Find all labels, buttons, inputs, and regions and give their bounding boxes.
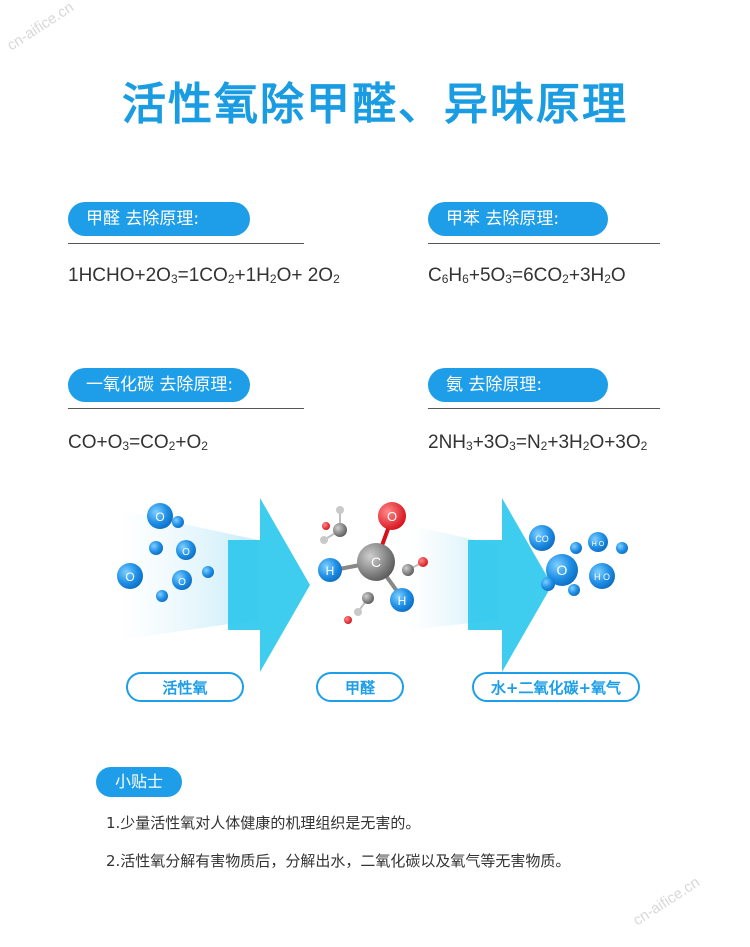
label-products: 水+二氧化碳+氧气	[472, 672, 640, 702]
equation-formaldehyde: 1HCHO+2O3=1CO2+1H2O+ 2O2	[68, 265, 340, 286]
svg-text:H: H	[398, 594, 407, 608]
tip-item: 2.活性氧分解有害物质后，分解出水，二氧化碳以及氧气等无害物质。	[106, 852, 571, 870]
ozone-molecules	[117, 503, 214, 602]
svg-text:H O: H O	[594, 572, 610, 582]
equation-carbon-monoxide: CO+O3=CO2+O2	[68, 432, 208, 453]
tip-item: 1.少量活性氧对人体健康的机理组织是无害的。	[106, 814, 421, 832]
svg-text:O: O	[182, 547, 190, 558]
svg-text:CO: CO	[535, 534, 549, 544]
section-label-toluene: 甲苯 去除原理:	[428, 202, 608, 236]
arrow-icon	[228, 498, 310, 672]
watermark: cn-aifice.cn	[4, 0, 77, 55]
svg-text:O: O	[557, 562, 568, 578]
label-active-oxygen: 活性氧	[126, 672, 244, 702]
page-title: 活性氧除甲醛、异味原理	[122, 79, 628, 130]
svg-text:H O: H O	[592, 541, 605, 548]
equation-ammonia: 2NH3+3O3=N2+3H2O+3O2	[428, 432, 648, 453]
svg-text:H: H	[326, 564, 335, 578]
svg-text:C: C	[371, 554, 381, 570]
product-molecules	[529, 525, 628, 596]
divider	[428, 408, 660, 409]
svg-text:O: O	[125, 570, 134, 584]
divider	[68, 243, 304, 244]
divider	[428, 243, 660, 244]
tips-badge: 小贴士	[96, 767, 182, 797]
equation-toluene: C6H6+5O3=6CO2+3H2O	[428, 265, 626, 286]
divider	[68, 408, 304, 409]
svg-text:O: O	[155, 510, 164, 524]
arrow-icon	[468, 498, 552, 672]
section-label-ammonia: 氨 去除原理:	[428, 368, 608, 402]
reaction-diagram: O O O O O C H H	[78, 470, 676, 702]
section-label-formaldehyde: 甲醛 去除原理:	[68, 202, 250, 236]
svg-text:O: O	[387, 509, 397, 524]
svg-text:O: O	[178, 577, 186, 588]
watermark: cn-aifice.cn	[630, 873, 703, 930]
label-formaldehyde: 甲醛	[316, 672, 404, 702]
formaldehyde-molecule	[318, 502, 428, 624]
section-label-carbon-monoxide: 一氧化碳 去除原理:	[68, 368, 250, 402]
reaction-illustration: O O O O O C H H	[117, 498, 628, 672]
